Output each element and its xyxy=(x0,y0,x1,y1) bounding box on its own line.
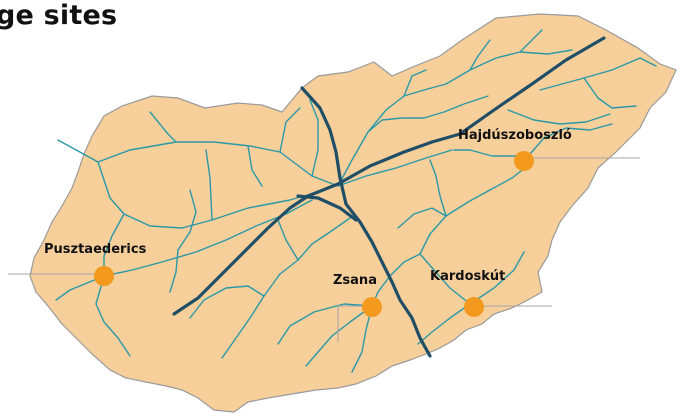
pipeline-branch xyxy=(337,149,453,187)
pipeline-branch xyxy=(279,107,301,153)
pipeline-branch xyxy=(277,303,373,345)
pipeline-branch xyxy=(539,57,657,91)
pipeline-branch xyxy=(337,83,447,187)
pipeline-branch xyxy=(429,159,447,217)
trunk-pipelines xyxy=(172,36,606,358)
pipeline-branch xyxy=(529,123,613,155)
pipeline-branch xyxy=(419,253,471,305)
pipeline-branch xyxy=(57,139,339,187)
pipeline-branch xyxy=(247,145,263,187)
pipeline-branch xyxy=(403,69,427,97)
pipeline-branch xyxy=(95,275,131,357)
storage-site-dot-hajduszoboszlo[interactable] xyxy=(514,151,534,171)
leader-line xyxy=(337,305,372,342)
site-label-pusztaederics: Pusztaederics xyxy=(44,242,147,257)
pipeline-branch xyxy=(277,219,299,261)
pipeline-branch xyxy=(169,189,197,293)
pipeline-branch xyxy=(507,109,611,125)
site-label-kardoskut: Kardoskút xyxy=(430,269,506,284)
pipeline-branch xyxy=(469,251,525,305)
storage-site-markers xyxy=(94,151,534,317)
pipeline-branch xyxy=(417,303,471,345)
pipeline-branch xyxy=(351,305,373,373)
pipeline-branch xyxy=(367,95,489,133)
pipeline-branch xyxy=(97,161,319,229)
pipeline-branch xyxy=(445,49,573,85)
pipeline-trunk xyxy=(296,194,358,222)
pipeline-branch xyxy=(519,29,543,53)
pipeline-branch xyxy=(309,99,319,177)
storage-site-dot-pusztaederics[interactable] xyxy=(94,266,114,286)
pipeline-branch xyxy=(205,149,213,221)
pipeline-branch xyxy=(397,207,447,229)
pipeline-trunk xyxy=(300,86,432,358)
pipeline-branch xyxy=(419,163,531,255)
storage-site-dot-zsana[interactable] xyxy=(362,297,382,317)
leader-lines xyxy=(8,157,640,342)
branch-pipelines xyxy=(55,29,657,373)
pipeline-branch xyxy=(305,305,373,367)
pipeline-trunk xyxy=(172,36,606,316)
storage-site-dot-kardoskut[interactable] xyxy=(464,297,484,317)
map-title: ge sites xyxy=(0,0,118,31)
site-label-zsana: Zsana xyxy=(333,273,377,288)
pipeline-branch xyxy=(55,275,105,301)
pipeline-branch xyxy=(221,217,351,359)
pipeline-branch xyxy=(469,39,491,71)
pipeline-branch xyxy=(189,285,265,319)
pipeline-branch xyxy=(583,77,637,109)
pipeline-branch xyxy=(149,111,177,143)
site-label-hajduszoboszlo: Hajdúszoboszló xyxy=(458,128,572,143)
